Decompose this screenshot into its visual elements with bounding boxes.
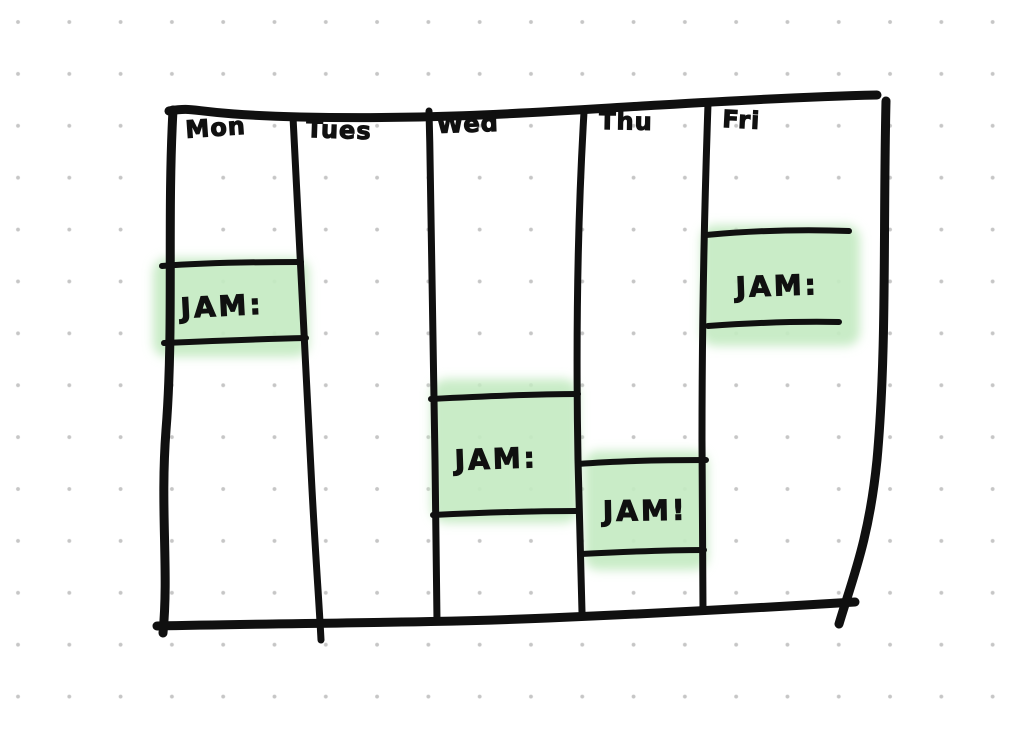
event-fri-top-line (703, 227, 852, 238)
event-highlight-thu (584, 451, 708, 570)
event-label-fri: JAM: (733, 268, 819, 304)
event-highlight-mon (153, 258, 309, 357)
table-top-border (164, 90, 882, 123)
event-label-thu: JAM! (601, 494, 688, 529)
divider-thu-fri (698, 100, 712, 614)
grid-ink (152, 90, 891, 644)
column-header-mon: Mon (184, 112, 246, 144)
column-header-fri: Fri (722, 105, 761, 135)
column-header-thu: Thu (599, 107, 653, 136)
event-thu-top-line (575, 457, 709, 467)
event-mon-bottom-line (161, 335, 309, 346)
event-highlight-wed (431, 379, 579, 523)
event-highlights (153, 225, 860, 570)
event-mon-top-line (159, 259, 304, 269)
table-bottom-border (152, 597, 860, 631)
event-wed-bottom-line (430, 508, 579, 518)
column-header-wed: Wed (436, 109, 499, 139)
divider-tues-wed (425, 107, 441, 625)
divider-wed-thu (573, 108, 588, 616)
event-highlight-fri (701, 225, 860, 346)
event-label-mon: JAM: (178, 288, 265, 325)
event-wed-top-line (428, 391, 581, 402)
divider-mon-tues (289, 113, 325, 644)
table-left-border (158, 105, 178, 638)
column-header-tues: Tues (306, 115, 372, 145)
event-label-wed: JAM: (452, 441, 538, 477)
table-right-border (834, 96, 891, 629)
event-fri-bottom-line (705, 318, 842, 329)
event-thu-bottom-line (578, 547, 707, 557)
labels: Mon Tues Wed Thu Fri JAM: JAM: JAM! JAM: (177, 104, 820, 529)
